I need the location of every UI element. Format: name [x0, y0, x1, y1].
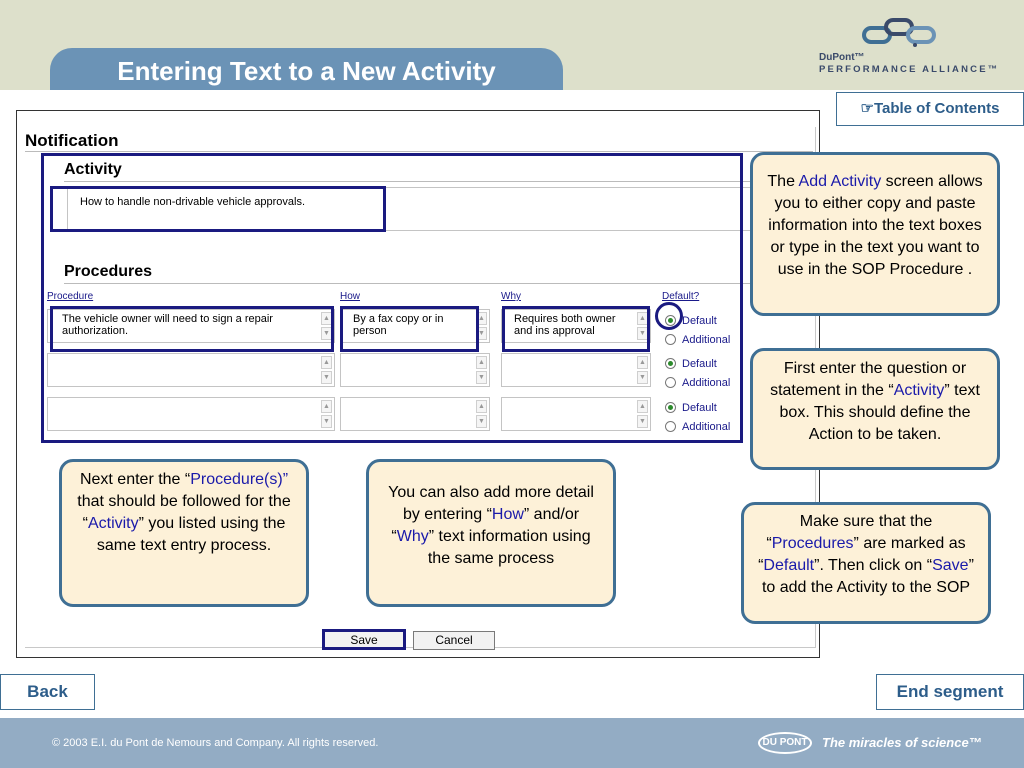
how-highlight	[340, 306, 479, 352]
callout-next-enter: Next enter the “Procedure(s)” that shoul…	[59, 459, 309, 607]
callout-first-enter: First enter the question or statement in…	[750, 348, 1000, 470]
default-radio-group: Default Additional	[665, 354, 730, 392]
brand-line1: DuPont™	[819, 52, 865, 63]
column-header-why: Why	[501, 291, 521, 302]
footer-band	[0, 718, 1024, 768]
callout-add-activity: The Add Activity screen allows you to ei…	[750, 152, 1000, 316]
procedure-textbox[interactable]: ▲▼	[47, 353, 335, 387]
scrollbar[interactable]: ▲▼	[321, 400, 332, 428]
end-segment-button[interactable]: End segment	[876, 674, 1024, 710]
form-screenshot: Notification Activity How to handle non-…	[16, 110, 820, 658]
column-header-default: Default?	[662, 291, 700, 302]
scrollbar[interactable]: ▲▼	[476, 356, 487, 384]
how-textbox[interactable]: By a fax copy or in person▲▼	[340, 309, 490, 343]
tagline: The miracles of science™	[822, 735, 982, 750]
save-highlight	[322, 629, 406, 650]
activity-title: Activity	[64, 161, 122, 178]
why-textbox[interactable]: ▲▼	[501, 397, 651, 431]
activity-highlight	[50, 186, 386, 232]
scrollbar[interactable]: ▲▼	[476, 400, 487, 428]
page-title: Entering Text to a New Activity	[117, 56, 496, 86]
scrollbar[interactable]: ▲▼	[637, 356, 648, 384]
default-radio-highlight	[655, 302, 683, 330]
notification-title: Notification	[25, 131, 119, 150]
activity-textbox[interactable]: How to handle non-drivable vehicle appro…	[67, 187, 817, 231]
dupont-logo-icon: DU PONT	[758, 732, 812, 754]
performance-alliance-logo-icon	[862, 18, 936, 47]
additional-radio[interactable]	[665, 377, 676, 388]
procedure-textbox[interactable]: ▲▼	[47, 397, 335, 431]
why-textbox[interactable]: Requires both owner and ins approval▲▼	[501, 309, 651, 343]
divider	[25, 151, 813, 152]
divider	[64, 181, 816, 182]
procedure-highlight	[50, 306, 334, 352]
scrollbar[interactable]: ▲▼	[637, 400, 648, 428]
column-header-procedure: Procedure	[47, 291, 94, 302]
title-tab	[50, 48, 563, 90]
how-textbox[interactable]: ▲▼	[340, 397, 490, 431]
back-button[interactable]: Back	[0, 674, 95, 710]
additional-radio[interactable]	[665, 334, 676, 345]
default-radio-group: Default Additional	[665, 398, 730, 436]
highlight-frame	[41, 153, 743, 443]
why-highlight	[502, 306, 650, 352]
default-radio[interactable]	[665, 402, 676, 413]
cancel-button[interactable]: Cancel	[413, 631, 495, 650]
scrollbar[interactable]: ▲▼	[321, 356, 332, 384]
default-radio[interactable]	[665, 358, 676, 369]
column-header-how: How	[340, 291, 361, 302]
copyright-text: © 2003 E.I. du Pont de Nemours and Compa…	[52, 737, 379, 749]
procedure-textbox[interactable]: The vehicle owner will need to sign a re…	[47, 309, 335, 343]
divider	[64, 283, 816, 284]
callout-make-sure: Make sure that the “Procedures” are mark…	[741, 502, 991, 624]
callout-add-more: You can also add more detail by entering…	[366, 459, 616, 607]
procedures-title: Procedures	[64, 263, 153, 280]
additional-radio[interactable]	[665, 421, 676, 432]
why-textbox[interactable]: ▲▼	[501, 353, 651, 387]
how-textbox[interactable]: ▲▼	[340, 353, 490, 387]
brand-line2: PERFORMANCE ALLIANCE™	[819, 64, 1000, 75]
table-of-contents-link[interactable]: ☞Table of Contents	[836, 92, 1024, 126]
